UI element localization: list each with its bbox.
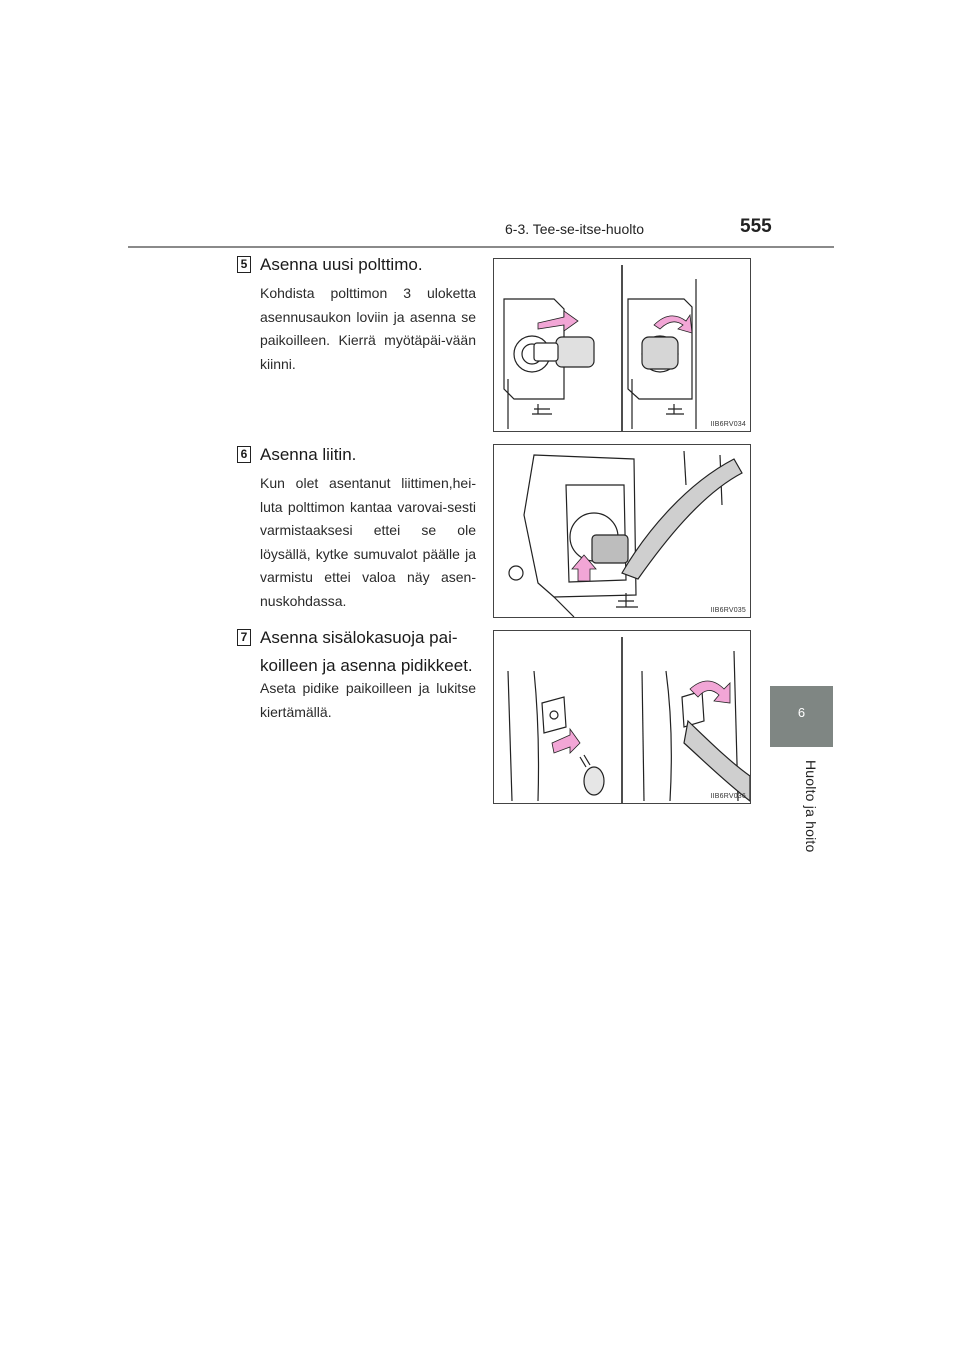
figure-bulb-install: IIB6RV034 [493, 258, 751, 432]
step-title: Asenna sisälokasuoja pai-koilleen ja ase… [260, 628, 473, 675]
step-instructions: Kohdista polttimon 3 uloketta asennusauk… [260, 285, 476, 372]
header-divider [128, 246, 834, 248]
step-instructions: Kun olet asentanut liittimen,hei-luta po… [260, 475, 476, 609]
page-number: 555 [740, 216, 772, 237]
figure-code: IIB6RV034 [710, 421, 746, 428]
figure-code: IIB6RV036 [710, 793, 746, 800]
connector-install-illustration [508, 450, 743, 617]
step-instructions: Aseta pidike paikoilleen ja lukitse kier… [260, 680, 476, 720]
chapter-tab [770, 686, 833, 747]
chapter-number: 6 [797, 705, 806, 720]
step-number-badge: 6 [237, 446, 251, 463]
figure-code: IIB6RV035 [710, 607, 746, 614]
figure-connector-install: IIB6RV035 [493, 444, 751, 618]
step-title: Asenna uusi polttimo. [260, 255, 423, 274]
step-title: Asenna liitin. [260, 445, 357, 464]
clip-install-illustration [507, 637, 750, 803]
bulb-install-illustration [503, 265, 697, 431]
step-number-badge: 5 [237, 256, 251, 273]
step-number-badge: 7 [237, 629, 251, 646]
figure-clip-install: IIB6RV036 [493, 630, 751, 804]
chapter-title: Huolto ja hoito [803, 760, 819, 853]
section-title: 6-3. Tee-se-itse-huolto [505, 221, 645, 237]
